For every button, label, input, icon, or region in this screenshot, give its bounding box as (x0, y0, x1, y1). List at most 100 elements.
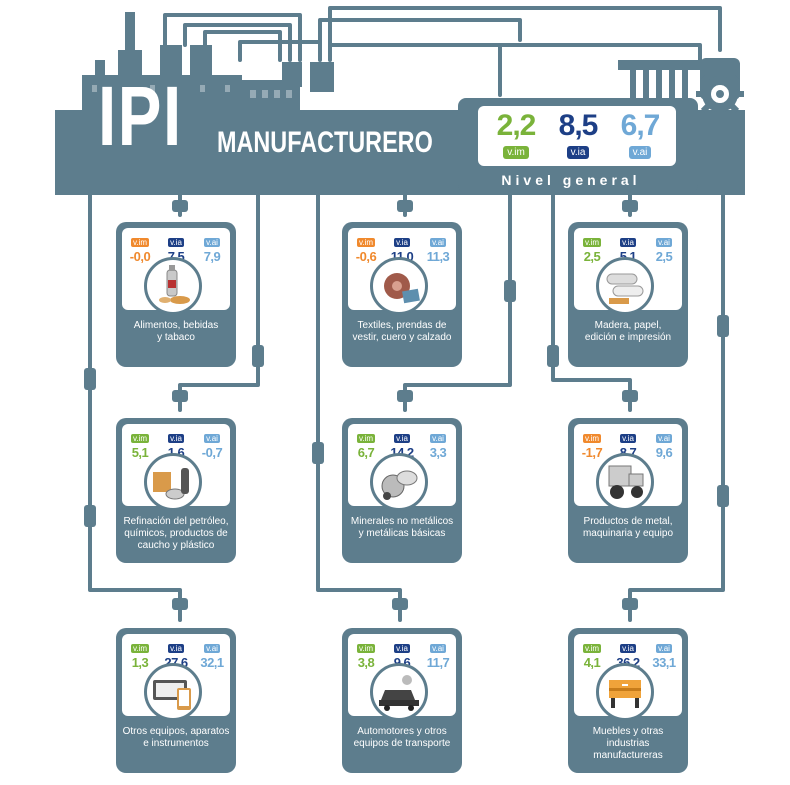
sector-value-tag: v.ai (430, 644, 446, 653)
sector-values: v.im5,1v.ia1,6v.ai-0,7 (122, 428, 230, 460)
sector-value-tag: v.im (356, 238, 376, 247)
sector-value-number: 9,6 (655, 445, 673, 460)
sector-value-tag: v.im (130, 238, 150, 247)
general-vai: 6,7 v.ai (610, 110, 670, 160)
sector-label-line: Textiles, prendas de (357, 320, 447, 331)
sector-value-number: 7,9 (203, 249, 221, 264)
sector-value-vim: v.im 2,5 (575, 232, 609, 264)
sector-value-number: 3,8 (357, 655, 375, 670)
sector-label-line: Muebles y otras industrias (592, 726, 664, 749)
general-vim: 2,2 v.im (486, 110, 546, 160)
sector-value-vai: v.ai-0,7 (195, 428, 229, 460)
chemicals-icon (144, 453, 202, 511)
sector-value-number: 2,5 (583, 249, 601, 264)
sector-value-vai: v.ai 33,1 (647, 638, 681, 670)
sector-label-line: caucho y plástico (137, 540, 215, 551)
general-level-label: Nivel general (501, 172, 641, 188)
sector-value-vai: v.ai 3,3 (421, 428, 455, 460)
sector-value-tag: v.ia (394, 644, 410, 653)
sector-label-line: Automotores y otros (357, 726, 447, 737)
sector-label-line: Refinación del petróleo, (123, 516, 229, 527)
sector-value-tag: v.ai (204, 238, 220, 247)
sector-value-number: 4,1 (583, 655, 601, 670)
sector-label-line: equipos de transporte (353, 738, 451, 749)
sector-value-vim: v.im -0,0 (123, 232, 157, 264)
sector-value-tag: v.ia (620, 644, 636, 653)
general-vai-value: 6,7 (620, 109, 661, 142)
sector-value-vai: v.ai 9,6 (647, 428, 681, 460)
sector-value-number: 5,1 (131, 445, 149, 460)
sector-value-tag: v.ia (168, 434, 184, 443)
sector-value-tag: v.ia (394, 434, 410, 443)
sector-value-tag: v.ai (430, 434, 446, 443)
title-manufacturero: MANUFACTURERO (217, 126, 433, 159)
sector-value-tag: v.ai (430, 238, 446, 247)
general-vim-tag: v.im (503, 146, 529, 159)
sector-value-number: -0,6 (355, 249, 377, 264)
sector-value-number: 33,1 (652, 655, 676, 670)
sector-value-tag: v.ai (656, 434, 672, 443)
sector-value-vai: v.ai 32,1 (195, 638, 229, 670)
sector-value-tag: v.ia (168, 238, 184, 247)
sector-label: Refinación del petróleo,químicos, produc… (122, 516, 230, 552)
sector-value-tag: v.ai (204, 644, 220, 653)
sector-value-tag: v.ia (394, 238, 410, 247)
mixer-icon (370, 453, 428, 511)
general-level-panel: 2,2 v.im 8,5 v.ia 6,7 v.ai (478, 106, 676, 166)
sector-label-line: e instrumentos (143, 738, 209, 749)
sector-label-line: Minerales no metálicos (350, 516, 454, 527)
sector-value-number: -0,7 (201, 445, 223, 460)
sector-label: Productos de metal,maquinaria y equipo (574, 516, 682, 540)
sector-value-tag: v.im (582, 644, 602, 653)
sector-values: v.im-0,0v.ia7,5v.ai7,9 (122, 232, 230, 264)
general-vai-tag: v.ai (628, 146, 652, 159)
sector-value-number: 3,3 (429, 445, 447, 460)
sector-label-line: Alimentos, bebidas (133, 320, 219, 331)
sector-value-number: 11,3 (426, 249, 450, 264)
sector-value-number: -0,0 (129, 249, 151, 264)
sector-value-tag: v.ai (656, 644, 672, 653)
sector-value-vai: v.ai 11,7 (421, 638, 455, 670)
sector-label-line: maquinaria y equipo (582, 528, 674, 539)
sector-value-vai: v.ai 11,3 (421, 232, 455, 264)
sector-value-tag: v.ia (620, 238, 636, 247)
sector-value-tag: v.im (582, 238, 602, 247)
sector-value-number: 32,1 (200, 655, 224, 670)
sector-label-line: manufactureras (593, 750, 663, 761)
tractor-icon (596, 453, 654, 511)
sector-value-number: 2,5 (655, 249, 673, 264)
general-via-tag: v.ia (566, 146, 590, 159)
gear-icon (696, 70, 744, 118)
sector-label-line: Productos de metal, (583, 516, 673, 527)
sector-value-vim: v.im-1,7 (575, 428, 609, 460)
sector-value-tag: v.im (356, 434, 376, 443)
textile-icon (370, 257, 428, 315)
sector-value-tag: v.ia (168, 644, 184, 653)
car-icon (370, 663, 428, 721)
sector-value-vim: v.im -0,6 (349, 232, 383, 264)
sector-label-line: Madera, papel, (594, 320, 662, 331)
sector-value-vim: v.im 4,1 (575, 638, 609, 670)
sector-value-number: 11,7 (426, 655, 450, 670)
sector-value-number: 1,3 (131, 655, 149, 670)
sector-label-line: Otros equipos, aparatos (122, 726, 230, 737)
